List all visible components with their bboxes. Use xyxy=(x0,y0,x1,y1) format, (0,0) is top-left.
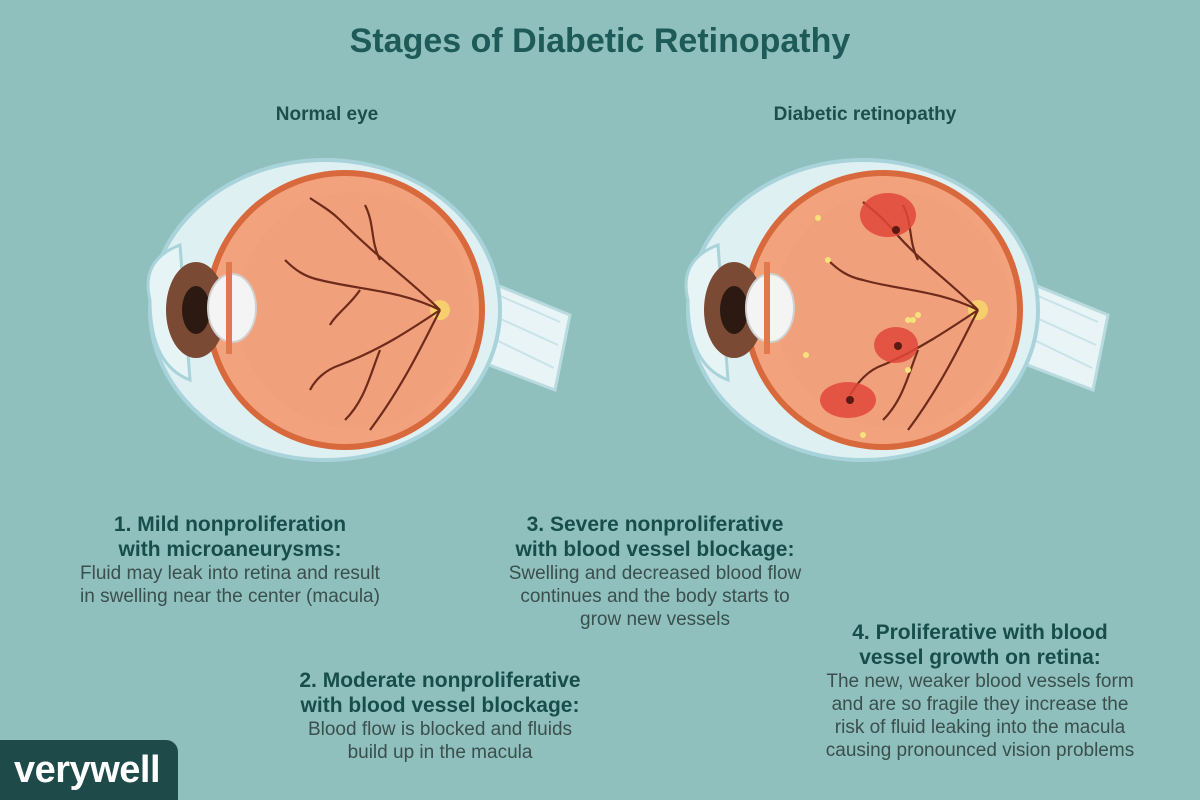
stage-4: 4. Proliferative with blood vessel growt… xyxy=(770,620,1190,762)
stage-2-desc-line1: Blood flow is blocked and fluids xyxy=(307,719,573,740)
stage-4-desc-line3: risk of fluid leaking into the macula xyxy=(834,717,1126,738)
stage-4-desc-line2: and are so fragile they increase the xyxy=(831,694,1129,715)
hemorrhages xyxy=(820,193,918,418)
stage-1: 1. Mild nonproliferation with microaneur… xyxy=(30,512,430,608)
stage-2-heading-line1: 2. Moderate nonproliferative xyxy=(299,669,581,692)
diabetic-retinopathy-label: Diabetic retinopathy xyxy=(773,104,957,125)
page-title: Stages of Diabetic Retinopathy xyxy=(349,22,851,60)
stage-3-desc-line2: continues and the body starts to xyxy=(520,586,790,607)
stage-2-desc-line2: build up in the macula xyxy=(347,742,533,763)
stage-2: 2. Moderate nonproliferative with blood … xyxy=(230,668,650,764)
hemorrhage xyxy=(860,193,916,237)
stage-3-heading-line2: with blood vessel blockage: xyxy=(515,538,795,561)
stage-4-heading-line1: 4. Proliferative with blood xyxy=(852,621,1108,644)
stage-3-desc-line3: grow new vessels xyxy=(580,609,730,630)
verywell-logo: verywell xyxy=(0,740,178,800)
blood-vessels xyxy=(284,197,441,431)
stage-3-heading-line1: 3. Severe nonproliferative xyxy=(526,513,784,536)
stage-4-desc-line1: The new, weaker blood vessels form xyxy=(826,671,1134,692)
diabetic-eye-illustration xyxy=(684,158,1110,462)
stage-1-heading-line2: with microaneurysms: xyxy=(118,538,342,561)
normal-eye-label: Normal eye xyxy=(275,104,379,125)
stage-3-desc-line1: Swelling and decreased blood flow xyxy=(508,563,802,584)
stage-1-desc-line2: in swelling near the center (macula) xyxy=(80,586,380,607)
stage-4-heading-line2: vessel growth on retina: xyxy=(859,646,1101,669)
stage-4-desc-line4: causing pronounced vision problems xyxy=(825,740,1135,761)
normal-eye-illustration xyxy=(146,158,572,462)
stage-1-desc-line1: Fluid may leak into retina and result xyxy=(80,563,380,584)
stage-3: 3. Severe nonproliferative with blood ve… xyxy=(450,512,860,631)
stage-2-heading-line2: with blood vessel blockage: xyxy=(300,694,580,717)
exudates xyxy=(803,215,921,438)
stage-1-heading-line1: 1. Mild nonproliferation xyxy=(113,513,347,536)
